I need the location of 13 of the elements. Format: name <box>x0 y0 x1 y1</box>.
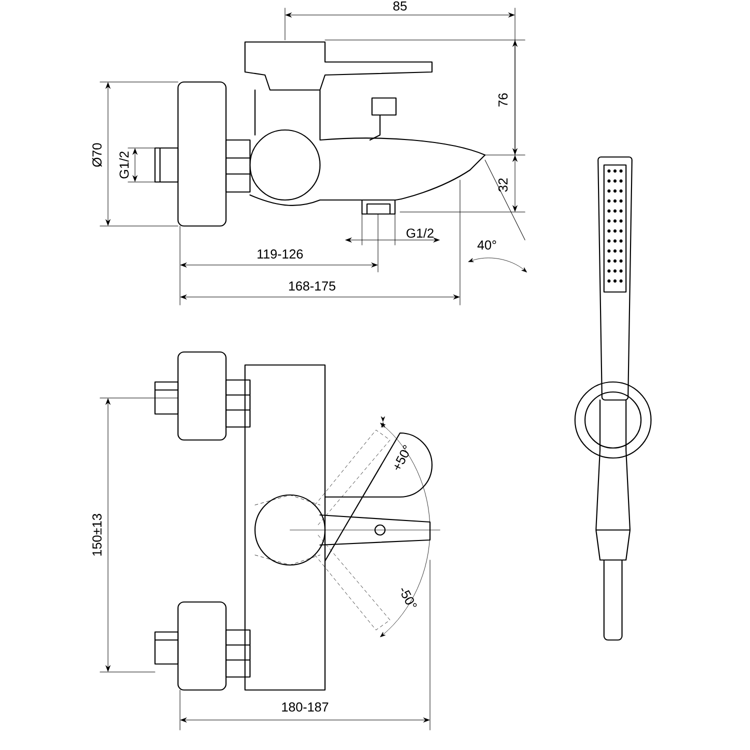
dimension-label: G1/2 <box>406 228 434 238</box>
dimension-label: 180-187 <box>282 702 328 712</box>
dimension-label: 32 <box>498 178 508 192</box>
dimension-label: 168-175 <box>289 281 336 291</box>
dimension-label: 76 <box>498 93 508 107</box>
dimension-label: 119-126 <box>258 249 303 259</box>
dimension-label: 150±13 <box>92 514 102 556</box>
dimension-label: G1/2 <box>119 152 129 178</box>
dimension-label: 40° <box>477 240 496 250</box>
dimension-label: Ø70 <box>92 143 102 167</box>
dimension-label: 85 <box>393 1 407 11</box>
dimension-label: +50° <box>394 445 409 470</box>
dimension-label: -50° <box>401 588 417 607</box>
